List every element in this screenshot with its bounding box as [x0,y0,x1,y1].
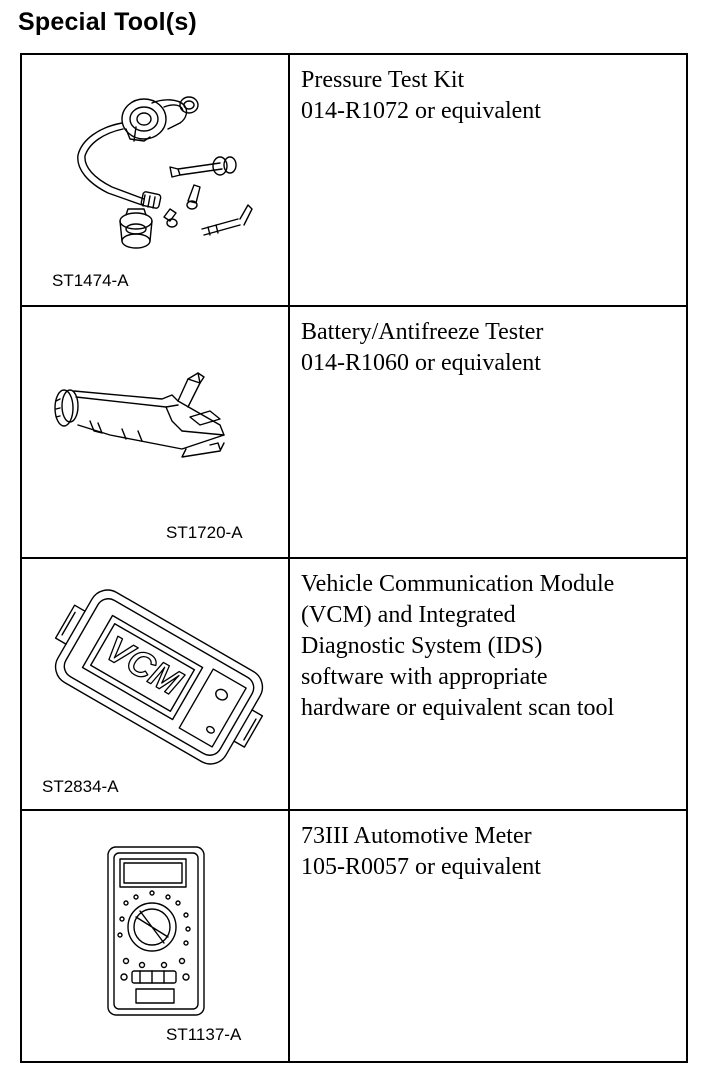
tool-illustration-cell: ST1720-A [20,305,290,559]
tool-description-cell: Battery/Antifreeze Tester 014-R1060 or e… [288,305,688,559]
tool-description-cell: Pressure Test Kit 014-R1072 or equivalen… [288,53,688,307]
table-row: ST1137-A 73III Automotive Meter 105-R005… [20,809,688,1063]
tool-part-number: 014-R1072 or equivalent [301,98,541,124]
tool-name: Pressure Test Kit [301,67,465,93]
tool-name: Diagnostic System (IDS) [301,633,543,659]
tool-description-cell: 73III Automotive Meter 105-R0057 or equi… [288,809,688,1063]
pressure-test-kit-icon [52,93,257,248]
tool-name: 73III Automotive Meter [301,823,532,849]
tool-part-number: 105-R0057 or equivalent [301,854,541,880]
battery-antifreeze-tester-icon [50,365,258,465]
table-row: ST1474-A Pressure Test Kit 014-R1072 or … [20,53,688,307]
tool-illustration-cell: ST1137-A [20,809,290,1063]
automotive-meter-icon [106,845,206,1017]
tool-illustration-cell: VCM ST2834-A [20,557,290,811]
table-row: VCM ST2834-A Vehicle Communication Modul… [20,557,688,811]
tool-part-number: 014-R1060 or equivalent [301,350,541,376]
table-row: ST1720-A Battery/Antifreeze Tester 014-R… [20,305,688,559]
vcm-label: VCM [99,628,190,704]
special-tools-table: ST1474-A Pressure Test Kit 014-R1072 or … [20,53,688,1063]
vcm-module-icon: VCM [44,587,274,767]
tool-name: Vehicle Communication Module [301,571,615,597]
figure-id: ST1137-A [166,1025,242,1044]
tool-illustration-cell: ST1474-A [20,53,290,307]
section-title: Special Tool(s) [18,8,197,36]
tool-name: Battery/Antifreeze Tester [301,319,544,345]
tool-name: software with appropriate [301,664,548,690]
figure-id: ST2834-A [42,777,119,796]
figure-id: ST1720-A [166,523,243,542]
figure-id: ST1474-A [52,271,129,290]
tool-description-cell: Vehicle Communication Module (VCM) and I… [288,557,688,811]
tool-name: (VCM) and Integrated [301,602,516,628]
tool-name: hardware or equivalent scan tool [301,695,615,721]
